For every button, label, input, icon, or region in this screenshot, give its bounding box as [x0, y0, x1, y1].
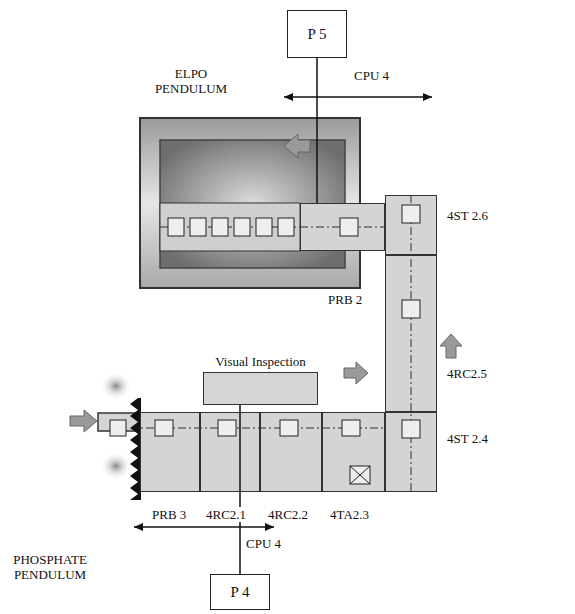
inspection-station: Visual Inspection	[203, 372, 318, 405]
process-box: P 4	[210, 574, 270, 610]
flow-arrow	[70, 410, 97, 432]
annotation-label: CPU 4	[246, 536, 281, 551]
conveyor-fill	[300, 203, 385, 251]
section-label: 4RC2.1	[205, 507, 247, 522]
conveyor-fill	[140, 412, 385, 492]
conveyor-section: PRB 2	[300, 203, 385, 251]
conveyor-section: PRB 3	[140, 412, 200, 492]
box-label: P 4	[230, 584, 249, 601]
box-label: P 5	[307, 26, 326, 43]
cross-mark	[350, 466, 370, 484]
pallets	[402, 205, 420, 438]
flow-arrow	[344, 362, 368, 384]
travel-arrow	[284, 96, 432, 98]
section-label: 4RC2.5	[446, 366, 488, 381]
conveyor-section: 4RC2.2	[260, 412, 322, 492]
annotation-label: ELPO PENDULUM	[150, 66, 232, 96]
process-box: P 5	[287, 10, 347, 58]
flow-arrow	[440, 334, 462, 358]
conveyor-section: 4RC2.5	[385, 255, 437, 412]
conveyor-section: 4ST 2.4	[385, 412, 437, 492]
section-label: 4ST 2.6	[446, 208, 489, 223]
spray	[100, 372, 132, 400]
signal-line	[316, 58, 318, 203]
flow-arrow	[284, 134, 310, 158]
section-label: 4ST 2.4	[446, 431, 489, 446]
section-label: 4RC2.2	[267, 507, 309, 522]
section-label: PRB 3	[151, 507, 187, 522]
conveyor-section: 4RC2.1	[200, 412, 260, 492]
section-label: 4TA2.3	[329, 507, 370, 522]
pallets	[168, 218, 294, 236]
spray	[100, 452, 132, 480]
conveyor-centerline	[411, 195, 412, 492]
station-label: Visual Inspection	[214, 354, 307, 369]
travel-arrow	[134, 526, 274, 528]
conveyor-section: 4ST 2.6	[385, 195, 437, 255]
section-label: PRB 2	[327, 292, 363, 307]
annotation-label: CPU 4	[354, 68, 389, 83]
annotation-label: PHOSPHATE PENDULUM	[2, 552, 98, 582]
pallet	[340, 218, 358, 236]
conveyor-fill	[385, 195, 437, 492]
signal-line	[239, 405, 241, 574]
conveyor-section: 4TA2.3	[322, 412, 385, 492]
